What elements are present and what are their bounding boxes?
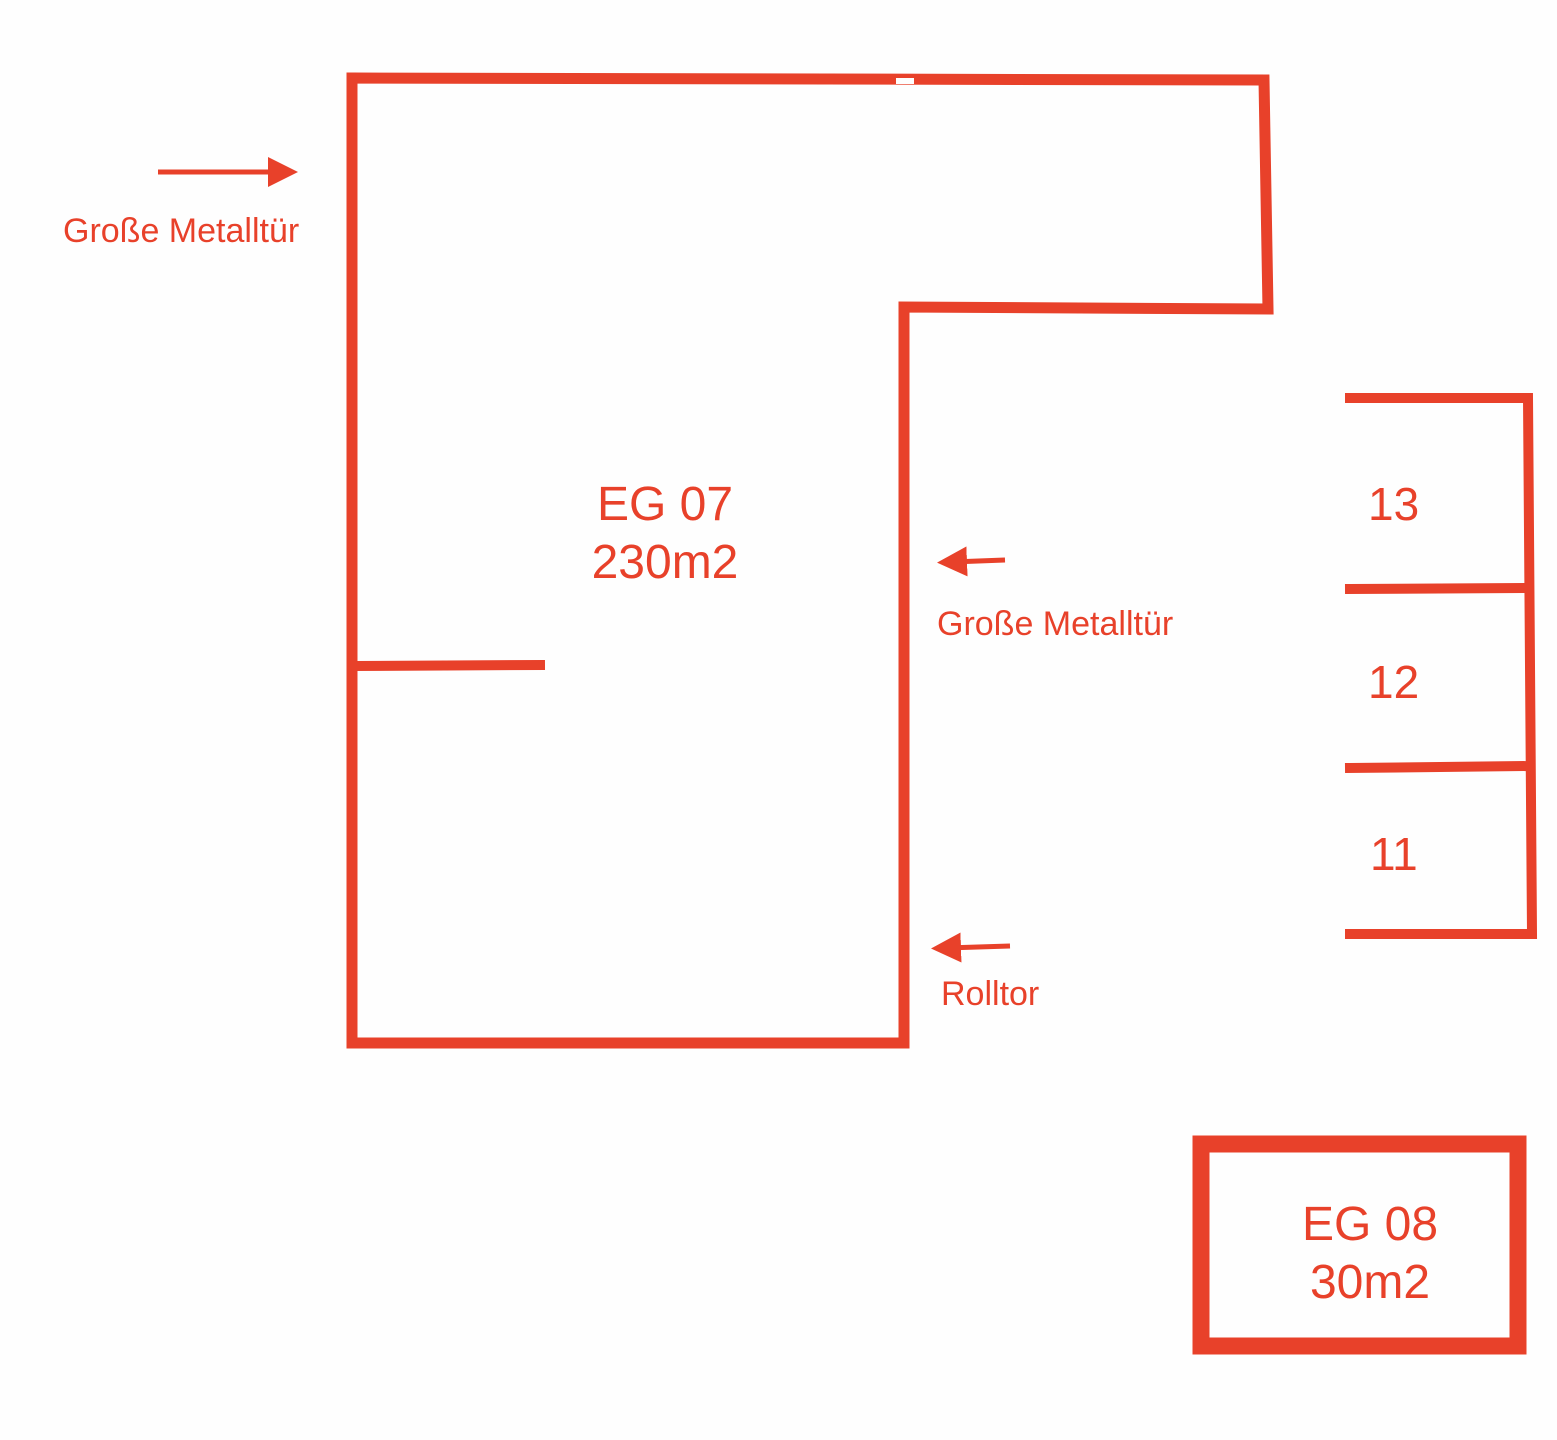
arrow-left-icon xyxy=(931,932,1011,963)
garage-number: 12 xyxy=(1368,656,1419,708)
eg07-wall-gap xyxy=(896,78,914,84)
west-door-label: Große Metalltür xyxy=(63,212,299,250)
arrow-left-icon xyxy=(937,546,1006,577)
eg08-area: 30m2 xyxy=(1310,1256,1430,1309)
garage-number: 13 xyxy=(1368,478,1419,530)
garages-outline xyxy=(1345,393,1538,939)
eg07-area: 230m2 xyxy=(592,536,739,589)
garage-number: 11 xyxy=(1370,828,1418,880)
garage-divider xyxy=(1344,760,1536,774)
eg08-name: EG 08 xyxy=(1302,1198,1438,1251)
eg07-interior-wall xyxy=(350,659,546,672)
roller-door-label: Rolltor xyxy=(941,975,1039,1013)
east-door-label: Große Metalltür xyxy=(937,605,1173,643)
garage-divider xyxy=(1344,582,1534,595)
eg08-outline xyxy=(1192,1135,1527,1355)
eg07-outline xyxy=(346,72,1274,1049)
eg07-name: EG 07 xyxy=(597,478,733,531)
